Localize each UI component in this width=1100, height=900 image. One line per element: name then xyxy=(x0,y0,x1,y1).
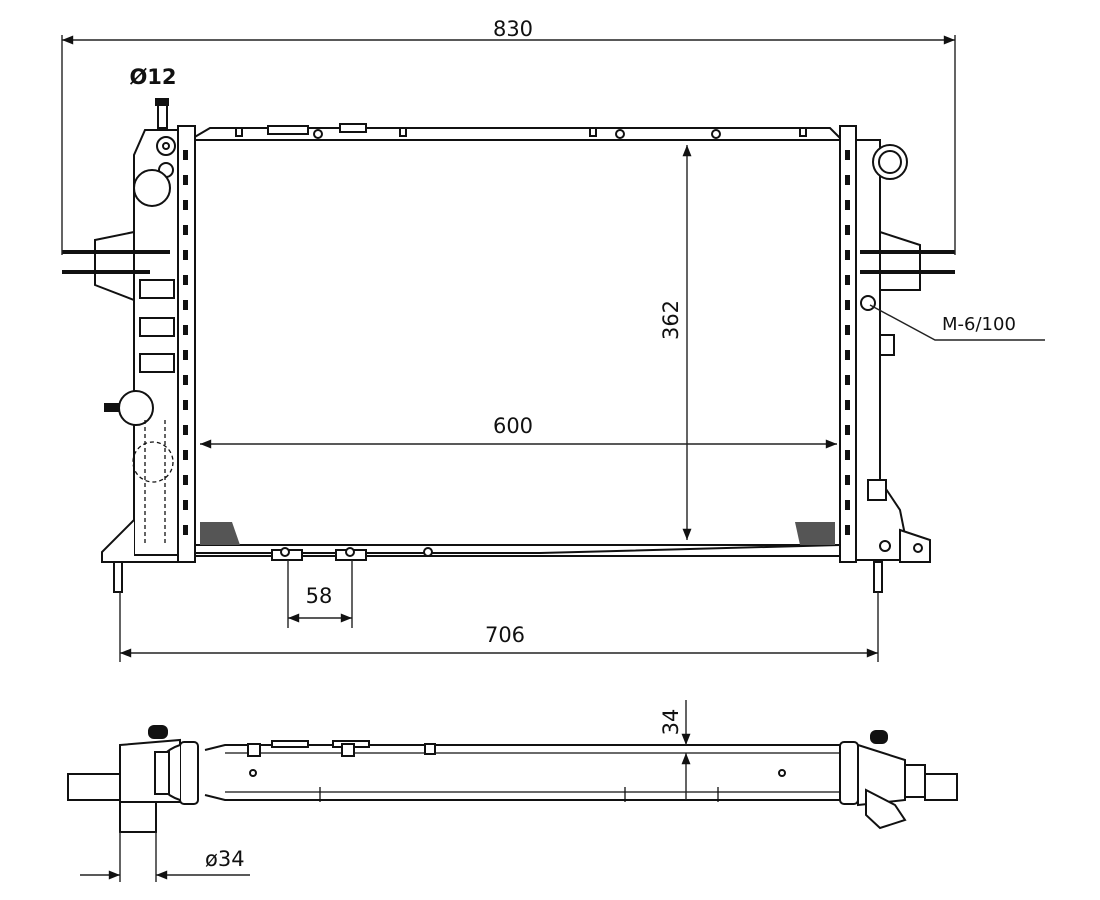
dimension-label-830: 830 xyxy=(493,17,533,41)
dimension-label-58: 58 xyxy=(306,584,333,608)
side-view xyxy=(67,725,958,882)
dimension-core-height: 362 xyxy=(659,145,692,540)
fin-hatch xyxy=(200,522,835,545)
right-tank xyxy=(839,125,955,593)
dimension-mount-spacing: 58 xyxy=(287,560,353,628)
core-top-edge xyxy=(192,127,841,139)
top-tabs xyxy=(235,123,807,139)
dimension-core-width: 600 xyxy=(200,414,837,449)
dimension-mount-width: 706 xyxy=(119,592,879,662)
dimension-label-600: 600 xyxy=(493,414,533,438)
thread-label: M-6/100 xyxy=(942,314,1016,335)
dimension-label-706: 706 xyxy=(485,623,525,647)
dimension-core-depth: 34 xyxy=(659,700,691,800)
dimension-overall-width: 830 xyxy=(61,17,956,255)
thread-callout: M-6/100 xyxy=(869,304,1045,341)
dimension-label-34: 34 xyxy=(659,709,683,736)
dimension-label-362: 362 xyxy=(659,300,683,340)
left-tank xyxy=(62,98,196,593)
dimension-outlet-diameter: ø34 xyxy=(80,847,250,880)
front-view xyxy=(62,98,955,593)
bottom-tabs xyxy=(271,547,433,561)
dimension-label-outlet-diameter: ø34 xyxy=(205,847,245,871)
dimension-label-pipe-diameter: Ø12 xyxy=(129,65,176,89)
